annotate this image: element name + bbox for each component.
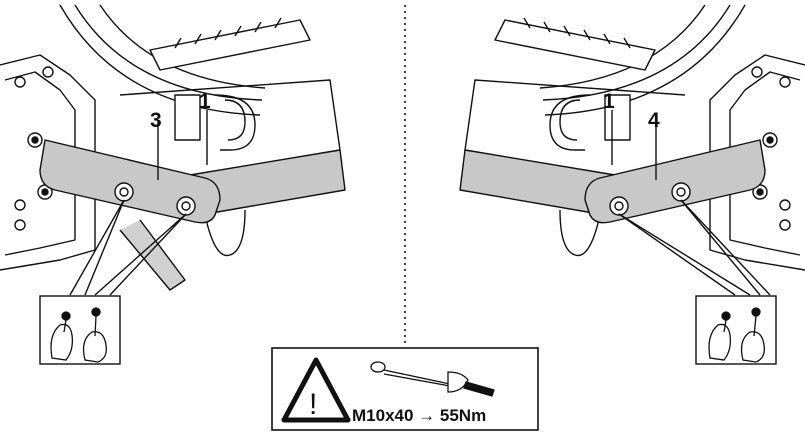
right-callout-4: 4 (648, 109, 660, 132)
left-assembly (0, 4, 346, 296)
right-hand-tool-box (695, 295, 777, 365)
left-callout-1: 1 (199, 90, 211, 113)
hand-with-bolt-icon (708, 311, 732, 361)
hand-with-wrench-icon (740, 307, 765, 363)
right-assembly (459, 4, 805, 296)
warning-box: ! M10x40 → 55Nm (271, 347, 539, 431)
right-callout-1: 1 (603, 90, 615, 113)
hand-with-bolt-icon (50, 311, 74, 361)
hand-with-wrench-icon (82, 307, 107, 363)
torque-spec: M10x40 → 55Nm (352, 406, 486, 425)
left-hand-tool-box (39, 295, 121, 365)
torque-wrench-icon (370, 361, 495, 397)
warning-symbol: ! (309, 388, 317, 421)
warning-triangle-icon (281, 357, 351, 423)
left-callout-3: 3 (150, 109, 162, 132)
